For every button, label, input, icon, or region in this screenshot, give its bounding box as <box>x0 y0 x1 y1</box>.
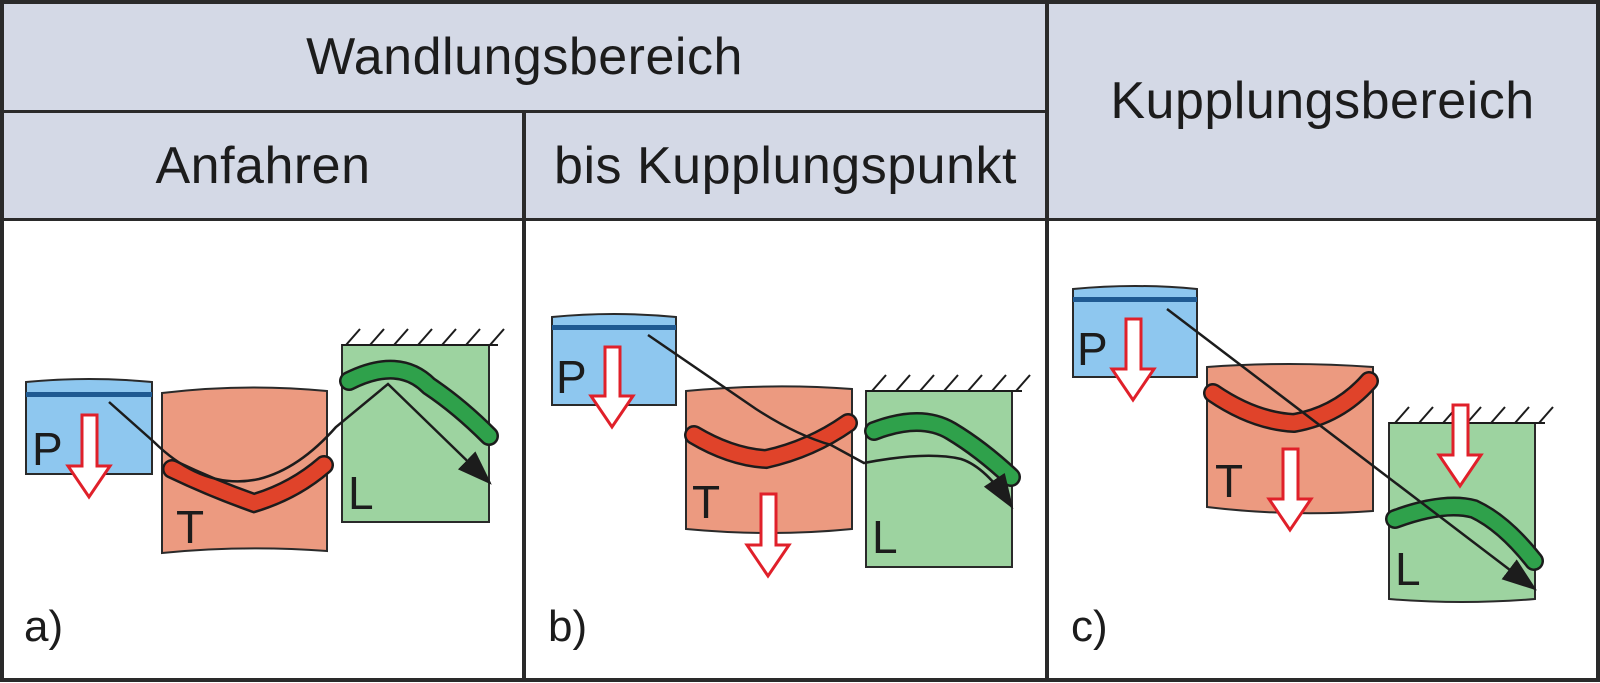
pump-force-arrow-icon <box>1109 317 1157 403</box>
panel-a: P T L a) <box>4 221 522 678</box>
turbine-block <box>161 386 334 555</box>
header-kupplungsbereich: Kupplungsbereich <box>1049 4 1596 218</box>
stator-block <box>1385 406 1554 603</box>
table-border-right <box>1596 0 1600 682</box>
stator-block <box>864 374 1031 568</box>
table-border-top <box>0 0 1600 4</box>
column-divider-1 <box>522 110 526 682</box>
header-wandlungsbereich: Wandlungsbereich <box>4 4 1045 110</box>
force-arrow-icon <box>65 413 113 500</box>
label-t: T <box>176 501 204 553</box>
fixed-hatch <box>866 374 1031 392</box>
header-kupplungsbereich-label: Kupplungsbereich <box>1110 72 1535 130</box>
header-bis-kupplungspunkt: bis Kupplungspunkt <box>526 113 1045 218</box>
panel-label: b) <box>548 602 587 651</box>
label-l: L <box>872 511 898 563</box>
turbine-block <box>1203 363 1379 515</box>
column-divider-2 <box>1045 0 1049 682</box>
fixed-hatch <box>342 328 505 346</box>
label-t: T <box>692 476 720 528</box>
label-l: L <box>348 467 374 519</box>
panel-b: P T L b) <box>526 221 1045 678</box>
turbine-force-arrow-icon <box>744 492 792 579</box>
table-border-left <box>0 0 4 682</box>
flow-arrow <box>108 382 492 485</box>
label-p: P <box>32 423 63 475</box>
table-border-bottom <box>0 678 1600 682</box>
panel-label: a) <box>24 602 63 651</box>
panel-label: c) <box>1071 602 1108 651</box>
stator-block <box>339 328 505 523</box>
label-p: P <box>1077 323 1108 375</box>
header-bis-kupplungspunkt-label: bis Kupplungspunkt <box>554 136 1017 195</box>
header-anfahren: Anfahren <box>4 113 522 218</box>
label-l: L <box>1395 543 1421 595</box>
turbine-force-arrow-icon <box>1266 447 1314 533</box>
pump-force-arrow-icon <box>588 345 636 430</box>
label-p: P <box>556 351 587 403</box>
header-wandlungsbereich-label: Wandlungsbereich <box>306 28 743 86</box>
panel-b-diagram: P T L b) <box>548 313 1031 651</box>
fixed-hatch <box>1389 406 1554 424</box>
flow-arrow <box>1166 308 1537 591</box>
label-t: T <box>1215 455 1243 507</box>
stator-force-arrow-icon <box>1436 403 1484 489</box>
header-divider-bottom <box>0 218 1600 221</box>
panel-c-diagram: P T L c) <box>1071 285 1554 651</box>
panel-a-diagram: P T L a) <box>24 328 505 651</box>
turbine-block <box>684 385 858 534</box>
flow-arrow <box>647 333 1014 510</box>
panel-c: P T L c) <box>1049 221 1596 678</box>
header-anfahren-label: Anfahren <box>155 136 371 195</box>
